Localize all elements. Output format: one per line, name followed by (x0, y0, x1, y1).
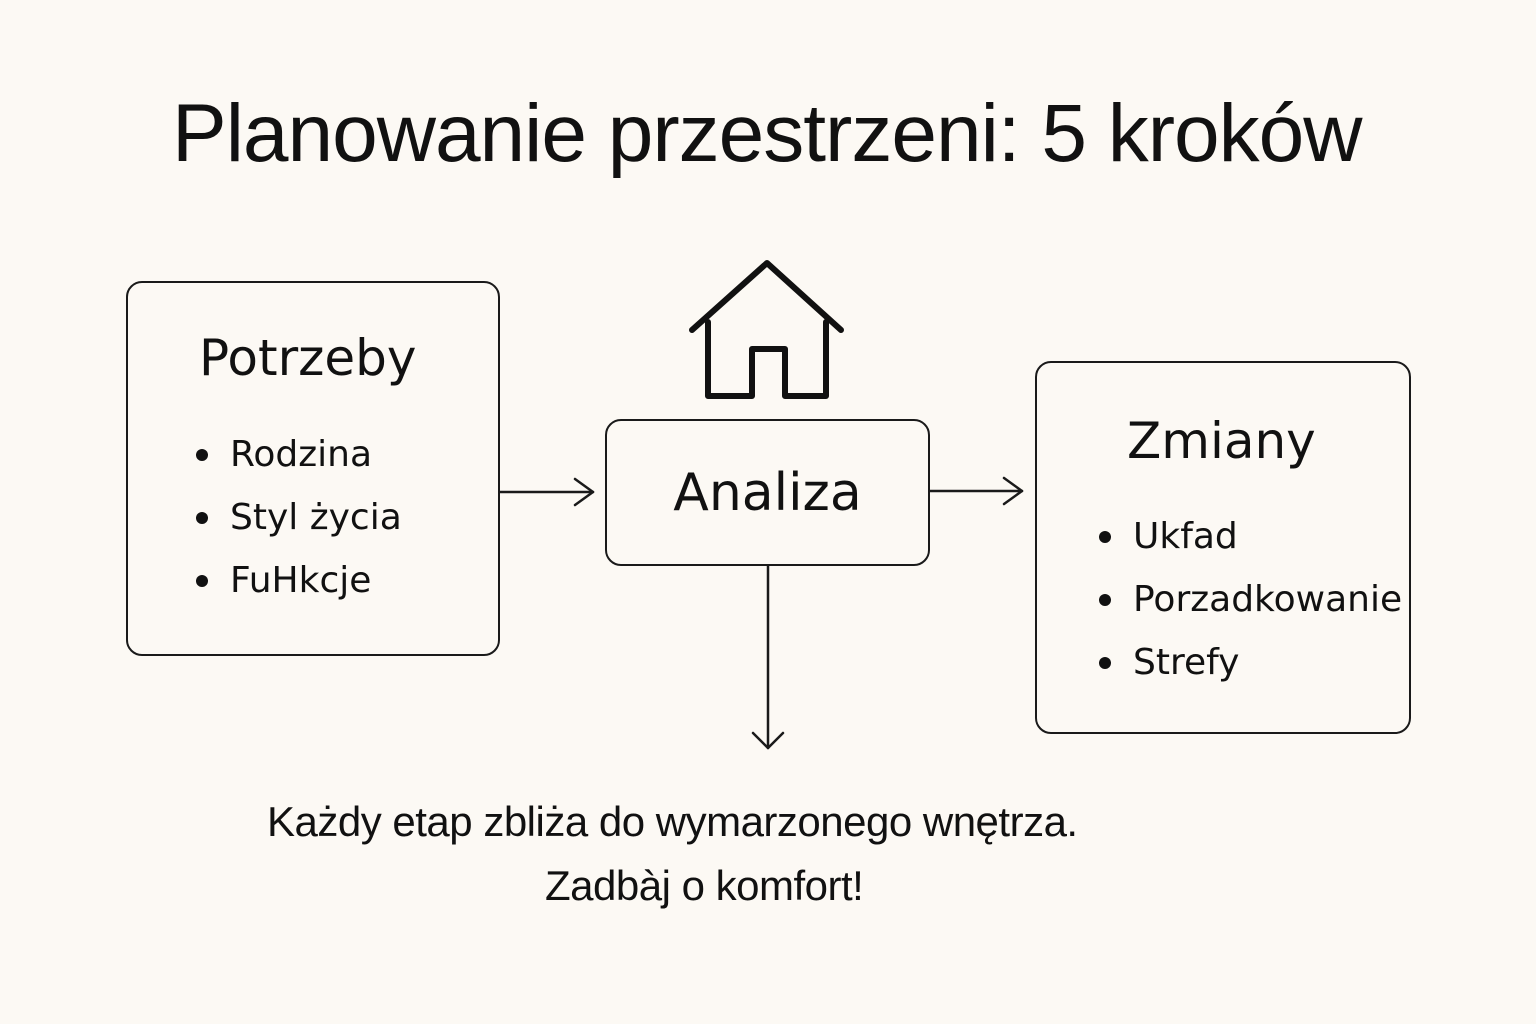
node-heading: Potrzeby (199, 329, 417, 387)
bullet-icon (1099, 530, 1111, 543)
node-heading: Analiza (673, 463, 862, 523)
list-item: Styl życia (196, 486, 402, 549)
bullet-list: Ukfad Porzadkowanie Strefy (1099, 505, 1402, 694)
bullet-icon (196, 448, 208, 461)
arrow-analiza-down (751, 564, 785, 750)
page-title: Planowanie przestrzeni: 5 kroków (172, 88, 1362, 179)
node-zmiany: Zmiany Ukfad Porzadkowanie Strefy (1035, 361, 1411, 734)
footer-text-line-2: Zadbàj o komfort! (545, 862, 864, 909)
list-item: Ukfad (1099, 505, 1402, 568)
bullet-list: Rodzina Styl życia FuHkcje (196, 423, 402, 612)
list-item: FuHkcje (196, 549, 402, 612)
bullet-icon (196, 511, 208, 524)
arrow-analiza-to-zmiany (928, 476, 1024, 506)
arrow-potrzeby-to-analiza (498, 477, 595, 507)
bullet-icon (196, 574, 208, 587)
list-item-label: Strefy (1133, 642, 1240, 683)
list-item-label: Styl życia (230, 497, 402, 538)
list-item-label: Ukfad (1133, 516, 1238, 557)
list-item: Rodzina (196, 423, 402, 486)
list-item: Strefy (1099, 631, 1402, 694)
footer-text-line-1: Każdy etap zbliża do wymarzonego wnętrza… (267, 798, 1078, 845)
list-item: Porzadkowanie (1099, 568, 1402, 631)
list-item-label: Rodzina (230, 434, 373, 475)
bullet-icon (1099, 656, 1111, 669)
house-icon (689, 260, 844, 399)
list-item-label: FuHkcje (230, 560, 372, 601)
list-item-label: Porzadkowanie (1133, 579, 1403, 620)
bullet-icon (1099, 593, 1111, 606)
node-potrzeby: Potrzeby Rodzina Styl życia FuHkcje (126, 281, 500, 656)
node-heading: Zmiany (1127, 412, 1316, 470)
node-analiza: Analiza (605, 419, 930, 566)
